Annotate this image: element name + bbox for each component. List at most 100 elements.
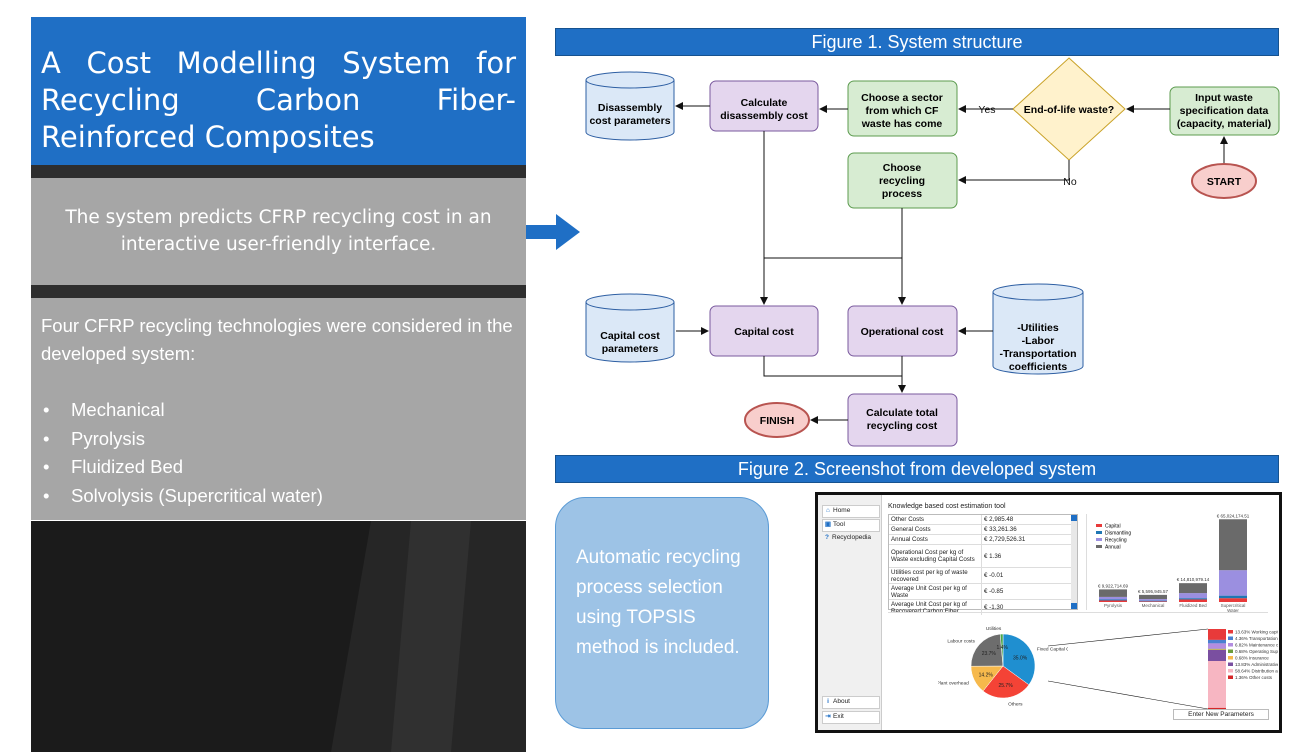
finish-node: FINISH <box>744 402 810 438</box>
legend-label: Dismantling <box>1105 531 1131 537</box>
stack-segment <box>1208 707 1226 709</box>
nav-about-button[interactable]: i About <box>822 696 880 709</box>
node-label: Disassembly <box>598 102 662 114</box>
slice-label: Utilities <box>986 626 1002 632</box>
bar <box>1139 600 1167 602</box>
capital-cost-node: Capital cost <box>709 305 819 357</box>
node-label: parameters <box>602 343 659 355</box>
bar <box>1099 596 1127 600</box>
figure1-header: Figure 1. System structure <box>555 28 1279 56</box>
technology-item: Mechanical <box>41 396 516 425</box>
bar <box>1099 599 1127 601</box>
tick-label: Pyrolysis <box>1104 603 1123 608</box>
technology-item: Solvolysis (Supercritical water) <box>41 482 516 511</box>
tick-label: Fluidized Bed <box>1179 603 1207 608</box>
node-label: coefficients <box>1009 361 1068 373</box>
node-label: -Labor <box>1022 335 1055 347</box>
nav-exit-button[interactable]: ⇥Exit <box>822 711 880 724</box>
legend-label: 1.36% Other costs <box>1235 675 1273 680</box>
legend-label: 13.63% Working capital <box>1235 629 1278 634</box>
table-row: Utilities cost per kg of waste recovered… <box>889 568 1077 584</box>
table-scrollbar[interactable] <box>1071 515 1077 609</box>
home-icon: ⌂ <box>826 507 830 514</box>
bar <box>1179 593 1207 599</box>
row-value: € -0.85 <box>984 588 1004 595</box>
legend-swatch <box>1228 669 1233 673</box>
node-label: Capital cost <box>600 330 660 342</box>
nav-recyclopedia-button[interactable]: ?Recyclopedia <box>822 533 878 544</box>
node-label: from which CF <box>866 105 940 117</box>
pie-slice <box>982 665 1030 699</box>
capital-params-cylinder: Capital cost parameters <box>585 293 675 363</box>
nav-label: Home <box>833 507 851 514</box>
node-label: process <box>882 188 922 200</box>
node-label: Operational cost <box>861 326 944 338</box>
data-label: 23.7% <box>982 651 997 657</box>
bar <box>1219 595 1247 599</box>
node-label: recycling cost <box>867 420 938 432</box>
poster-title: A Cost Modelling System for Recycling Ca… <box>31 17 526 165</box>
connector-line <box>1048 628 1209 647</box>
bar <box>1139 594 1167 600</box>
bar <box>1219 570 1247 596</box>
legend-swatch <box>1096 531 1102 534</box>
figure2-header: Figure 2. Screenshot from developed syst… <box>555 455 1279 483</box>
node-label: cost parameters <box>589 115 670 127</box>
bar <box>1179 583 1207 594</box>
legend-label: Recycling <box>1105 538 1127 544</box>
row-label: General Costs <box>889 525 982 534</box>
row-label: Other Costs <box>889 515 982 524</box>
legend-swatch <box>1228 649 1233 653</box>
bar <box>1219 519 1247 571</box>
row-label: Operational Cost per kg of Waste excludi… <box>889 545 982 567</box>
summary-text: The system predicts CFRP recycling cost … <box>31 178 526 285</box>
no-label: No <box>1063 176 1077 188</box>
stack-segment <box>1208 661 1226 708</box>
nav-label: Tool <box>833 521 845 528</box>
legend-label: 0.68% Operating Supplies <box>1235 649 1278 654</box>
node-label: waste has come <box>861 118 943 130</box>
yes-label: Yes <box>978 104 995 116</box>
row-value: € 1.36 <box>984 552 1002 560</box>
legend-label: Capital <box>1105 524 1121 530</box>
node-label: Input waste <box>1195 92 1253 104</box>
coefficients-cylinder: -Utilities -Labor -Transportation coeffi… <box>992 283 1084 375</box>
topsis-note: Automatic recycling process selection us… <box>555 497 769 729</box>
node-label: Calculate total <box>866 407 938 419</box>
choose-sector-node: Choose a sector from which CF waste has … <box>847 80 958 137</box>
node-label: Capital cost <box>734 326 794 338</box>
table-row: Average Unit Cost per kg of Waste€ -0.85 <box>889 584 1077 600</box>
row-value: € -1.30 <box>984 604 1004 611</box>
tick-label: Supercritical <box>1221 603 1246 608</box>
slice-label: Others <box>1008 702 1023 708</box>
disassembly-params-cylinder: Disassembly cost parameters <box>585 71 675 141</box>
nav-home-button[interactable]: ⌂Home <box>822 505 880 518</box>
nav-label: About <box>833 698 850 705</box>
flow-connectors <box>675 102 1228 424</box>
legend-swatch <box>1228 656 1233 660</box>
technologies-intro: Four CFRP recycling technologies were co… <box>41 315 513 364</box>
table-row: Average Unit Cost per kg of Recovered Ca… <box>889 600 1077 615</box>
cost-breakdown-pie-chart: 35.0%Fixed Capital Cost25.7%Others14.2%P… <box>938 626 1068 708</box>
pie-slice <box>970 633 1004 667</box>
legend-swatch <box>1228 662 1233 666</box>
data-label: 25.7% <box>998 683 1013 689</box>
info-icon: i <box>827 698 829 705</box>
legend-label: 4.36% Transportation costs <box>1235 636 1278 641</box>
node-label: recycling <box>879 175 925 187</box>
row-label: Utilities cost per kg of waste recovered <box>889 568 982 583</box>
stack-segment <box>1208 649 1226 661</box>
legend-swatch <box>1096 538 1102 541</box>
divider <box>888 612 1268 613</box>
nav-tool-button[interactable]: ▣Tool <box>822 519 880 532</box>
arrow-right-icon <box>526 214 580 250</box>
row-value: € 33,261.36 <box>984 526 1017 533</box>
legend-swatch <box>1228 643 1233 647</box>
bar <box>1179 598 1207 600</box>
node-label: (capacity, material) <box>1177 118 1271 130</box>
table-row: General Costs€ 33,261.36 <box>889 525 1077 535</box>
connector-line <box>1048 680 1209 710</box>
row-value: € 2,985.48 <box>984 516 1014 523</box>
enter-new-parameters-button[interactable]: Enter New Parameters <box>1173 709 1269 720</box>
app-heading: Knowledge based cost estimation tool <box>888 503 1006 510</box>
